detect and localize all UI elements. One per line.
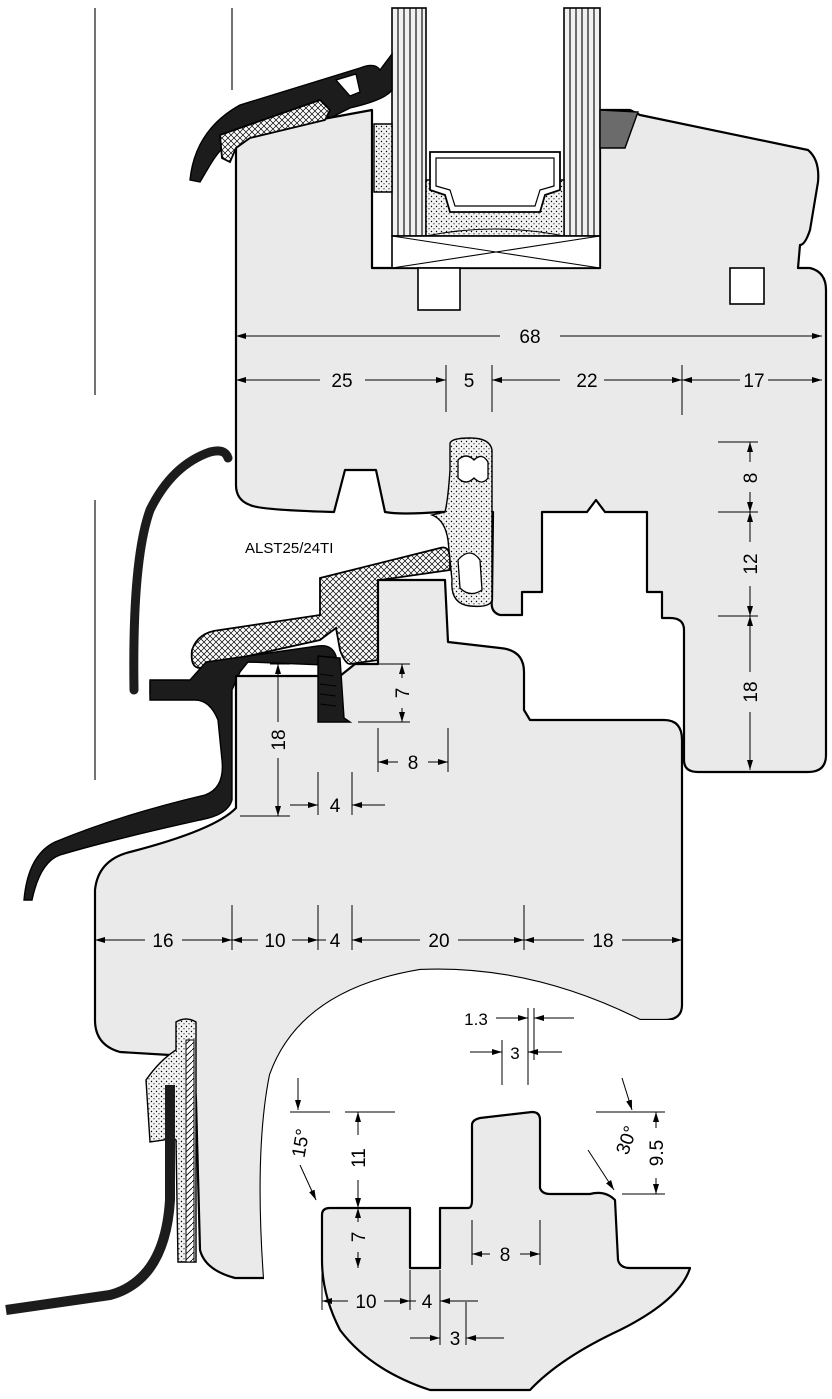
- dim-sash-17: 17: [743, 371, 764, 392]
- dim-bottom-16: 16: [152, 931, 173, 952]
- dim-detail-3-bottom: 3: [450, 1329, 461, 1350]
- hardware-block-right: [729, 267, 765, 305]
- glazing-unit: [391, 7, 601, 269]
- frame-seal: [317, 655, 353, 723]
- dim-frame-7: 7: [393, 688, 414, 699]
- dim-frame-4: 4: [330, 796, 341, 817]
- right-dimensions: 8 12 18: [718, 441, 762, 770]
- dim-bottom-10: 10: [264, 931, 285, 952]
- profile-label: ALST25/24TI: [245, 540, 333, 557]
- dim-detail-15deg: 15°: [289, 1127, 315, 1159]
- bottom-dimensions: 16 10 4 20 18: [95, 905, 683, 952]
- dim-detail-3-top: 3: [510, 1044, 519, 1063]
- dim-sash-25: 25: [331, 371, 352, 392]
- dim-frame-8: 8: [408, 753, 419, 774]
- dim-right-18: 18: [741, 681, 762, 702]
- dim-sash-22: 22: [576, 371, 597, 392]
- dim-detail-11: 11: [349, 1148, 370, 1168]
- sash-profile: [234, 108, 828, 774]
- inner-glazing-seal: [599, 109, 639, 149]
- detail-dimensions: 1.3 3 15° 11 7 30° 9.5 8 10: [289, 1008, 668, 1350]
- dim-frame-18: 18: [269, 729, 290, 750]
- dim-detail-7: 7: [349, 1232, 370, 1243]
- dim-detail-10: 10: [355, 1292, 376, 1313]
- dim-detail-9-5: 9.5: [647, 1140, 668, 1166]
- cladding-infill: [219, 98, 332, 164]
- outer-glazing-seal: [373, 123, 393, 193]
- sash-dimensions: 68 25 5 22 17: [236, 327, 822, 415]
- detail-groove-profile: [320, 1110, 692, 1392]
- dim-detail-4: 4: [422, 1292, 433, 1313]
- dim-sash-total: 68: [519, 327, 540, 348]
- dim-right-12: 12: [741, 553, 762, 574]
- bottom-drip-profile: [5, 1085, 175, 1315]
- wall-lines: [94, 8, 233, 780]
- spacer-bar: [429, 151, 561, 213]
- frame-seal-fins: [319, 673, 337, 707]
- dim-bottom-4: 4: [330, 931, 341, 952]
- drip-rail: [129, 446, 233, 695]
- hardware-block-left: [417, 267, 461, 311]
- frame-cladding: [23, 645, 341, 901]
- dim-right-8: 8: [741, 473, 762, 484]
- dim-sash-5: 5: [464, 371, 475, 392]
- dim-detail-8: 8: [500, 1245, 511, 1266]
- dim-bottom-20: 20: [428, 931, 449, 952]
- frame-dimensions: 7 18 8 4: [240, 663, 449, 817]
- dim-bottom-18: 18: [592, 931, 613, 952]
- dim-detail-1-3: 1.3: [464, 1010, 488, 1029]
